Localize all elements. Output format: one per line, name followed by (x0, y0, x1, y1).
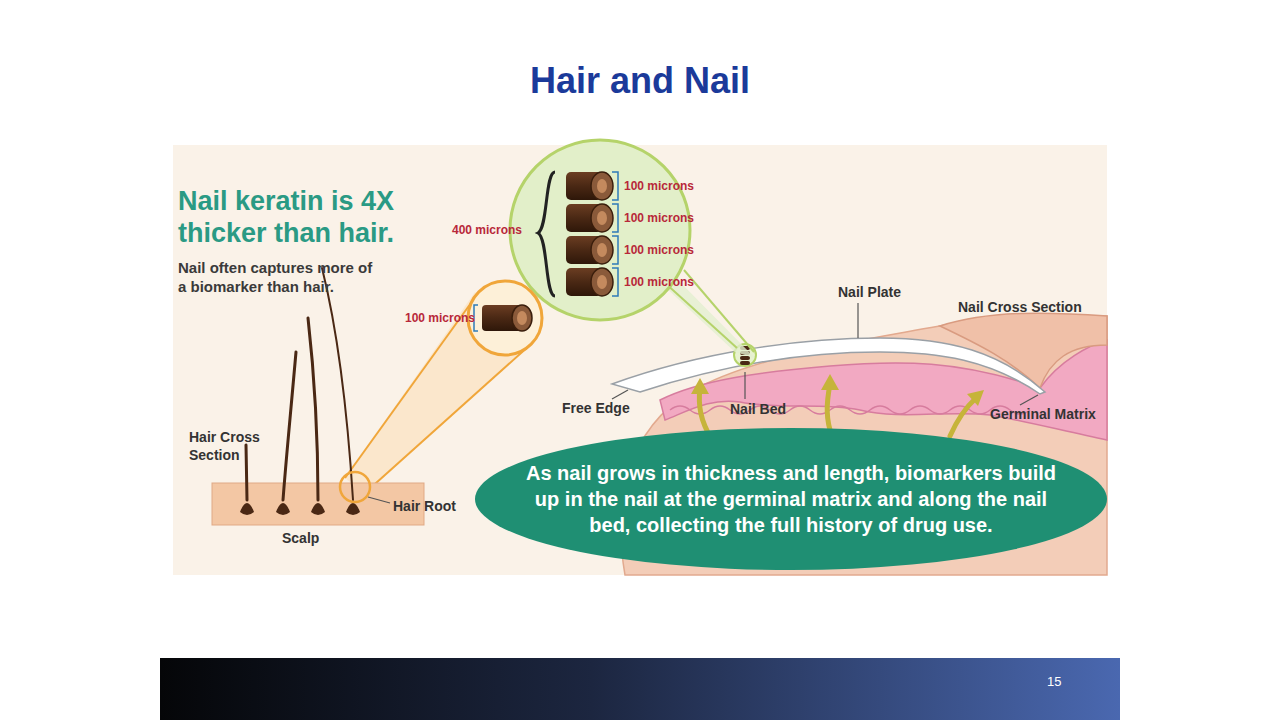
hair-zoom-circle (468, 281, 542, 355)
brace (538, 172, 555, 296)
dimension: 100 microns (624, 243, 694, 257)
cylinder-end (591, 268, 613, 296)
slide-title: Hair and Nail (340, 60, 940, 102)
hairs (246, 268, 353, 500)
micron-brackets (612, 172, 618, 296)
cylinder-end (591, 204, 613, 232)
cylinder-core (597, 179, 607, 193)
part-name: Hair Cross Section (189, 428, 269, 464)
part-name: Nail Cross Section (958, 299, 1082, 315)
cylinder-core (597, 211, 607, 225)
dimension: 100 microns (405, 311, 475, 325)
zoom-line (684, 270, 754, 352)
part-name: Nail Plate (838, 284, 901, 300)
footer-bar (160, 658, 1120, 720)
keratin-stack (566, 172, 613, 296)
cylinder-core (597, 275, 607, 289)
info-ellipse: As nail grows in thickness and length, b… (475, 428, 1107, 570)
part-name: Germinal Matrix (990, 406, 1096, 422)
page-number: 15 (1047, 674, 1061, 689)
part-name: Hair Root (393, 498, 456, 514)
part-name: Free Edge (562, 400, 630, 416)
hair-zoom-cone (345, 292, 525, 494)
part-name: Nail Bed (730, 401, 786, 417)
dimension: 100 microns (624, 179, 694, 193)
dimension: 100 microns (624, 275, 694, 289)
note: Nail often captures more of a biomarker … (178, 259, 376, 297)
hair-roots (240, 503, 360, 515)
root-zoom-circle (340, 472, 370, 502)
cylinder-end (591, 236, 613, 264)
nail-bed-wave (670, 406, 1030, 414)
part-name: Scalp (282, 530, 319, 546)
dimension: 400 microns (452, 223, 522, 237)
hair-zoom-line (345, 296, 476, 478)
dimension: 100 microns (624, 211, 694, 225)
nail-plate (612, 338, 1045, 394)
cylinder-end (591, 172, 613, 200)
node-text: As nail grows in thickness and length, b… (517, 460, 1065, 538)
nail-zoom-circle (510, 140, 690, 320)
cylinder-core (597, 243, 607, 257)
heading: Nail keratin is 4X thicker than hair. (178, 186, 453, 250)
